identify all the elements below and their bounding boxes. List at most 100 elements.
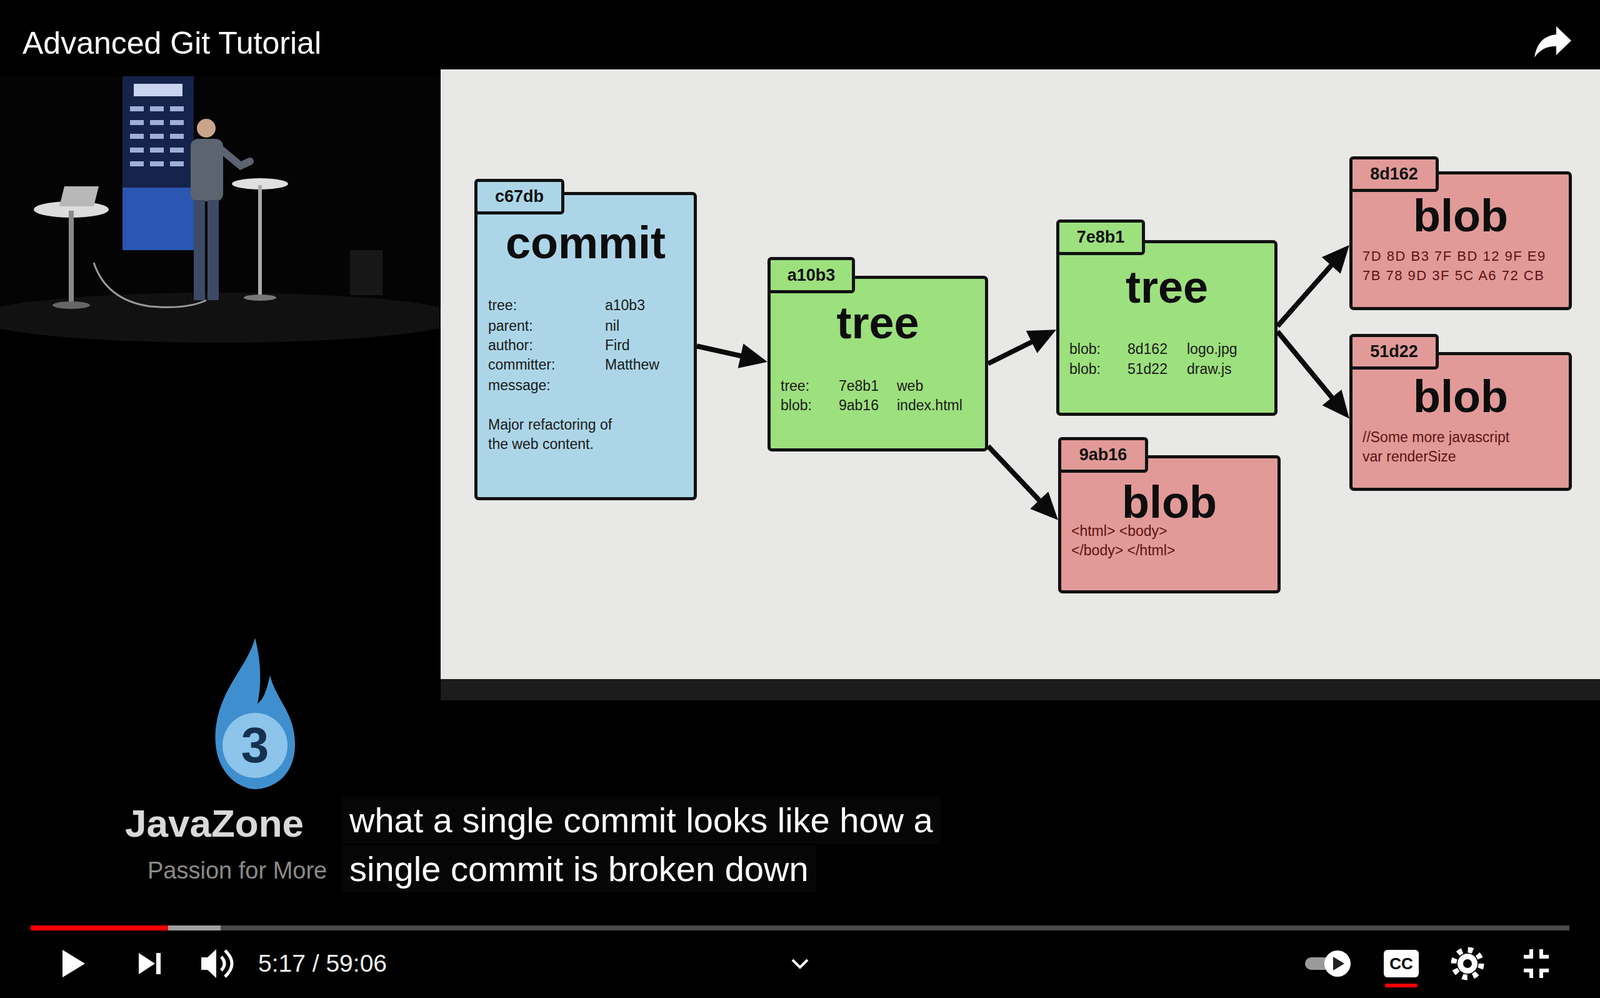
webcam-inset — [350, 250, 383, 295]
field-text: blob: — [1069, 360, 1101, 378]
object-type-heading: tree — [836, 300, 919, 345]
field-text: tree: — [780, 376, 810, 395]
field-text: message: — [488, 376, 551, 394]
tree-box: a10b3treetree:7e8b1webblob:9ab16index.ht… — [767, 275, 989, 452]
webcam-inset — [170, 106, 184, 112]
webcam-inset — [196, 118, 216, 138]
arrow-shaft — [1277, 331, 1335, 400]
hash-tab: 7e8b1 — [1056, 219, 1145, 255]
field-text: draw.js — [1186, 360, 1232, 378]
javazone-logo — [222, 712, 288, 778]
hash-tab: a10b3 — [767, 256, 855, 294]
video-player-controls — [225, 950, 232, 977]
field-text: index.html — [896, 396, 963, 414]
arrow-shaft — [988, 446, 1042, 504]
webcam-inset — [0, 76, 439, 325]
video-title: Advanced Git Tutorial — [22, 26, 322, 61]
arrow-head — [1322, 389, 1350, 419]
webcam-inset — [221, 150, 250, 166]
video-player-controls — [1324, 950, 1351, 977]
video-player-controls — [138, 952, 155, 974]
hash-tab: 9ab16 — [1058, 436, 1149, 473]
object-type-heading: tree — [1125, 264, 1209, 310]
field-text: logo.jpg — [1186, 340, 1238, 358]
webcam-inset — [130, 133, 144, 139]
webcam-inset — [130, 106, 184, 167]
field-text: a10b3 — [605, 296, 645, 314]
arrow-head — [1030, 491, 1059, 520]
video-player-controls — [1333, 956, 1345, 970]
webcam-inset — [133, 83, 183, 97]
webcam-inset — [190, 138, 224, 202]
subtitle-line: what a single commit looks like how a — [341, 796, 941, 844]
content-text: //Some more javascript var renderSize — [1362, 427, 1522, 467]
field-text: 8d162 — [1127, 340, 1168, 358]
webcam-inset — [207, 200, 219, 300]
field-text: 7e8b1 — [838, 376, 879, 395]
field-text: author: — [488, 336, 534, 354]
field-text: 51d22 — [1127, 360, 1168, 378]
arrow-connector — [1277, 331, 1350, 419]
arrow-head — [738, 343, 768, 369]
field-text: blob: — [1069, 340, 1101, 358]
hash-tab: c67db — [474, 178, 565, 215]
field-text: parent: — [488, 316, 534, 335]
tree-box: 7e8b1treeblob:8d162logo.jpgblob:51d22dra… — [1056, 240, 1278, 416]
webcam-inset — [122, 76, 194, 250]
webcam-inset — [170, 147, 184, 153]
webcam-inset — [93, 262, 207, 307]
webcam-inset — [59, 186, 99, 207]
webcam-inset — [68, 210, 74, 305]
object-type-heading: blob — [1121, 479, 1217, 525]
blob-box: 8d162blob7D 8D B3 7F BD 12 9F E9 7B 78 9… — [1349, 171, 1572, 310]
video-player-controls — [1463, 958, 1472, 968]
blob-box: 9ab16blob<html> <body></body> </html> — [1058, 455, 1281, 594]
webcam-inset — [130, 106, 144, 112]
subtitle-line: single commit is broken down — [341, 845, 817, 892]
webcam-inset — [130, 120, 144, 125]
arrow-connector — [1277, 245, 1350, 327]
field-text: Matthew — [605, 355, 660, 374]
video-player-controls — [201, 948, 217, 978]
javazone-logo — [215, 637, 295, 789]
video-player-controls — [156, 952, 161, 974]
logo-wordmark: JavaZone — [125, 801, 304, 845]
arrow-shaft — [696, 346, 745, 357]
share-icon — [1534, 26, 1572, 58]
video-player-controls — [62, 949, 85, 977]
webcam-inset — [150, 120, 164, 125]
arrow-shaft — [988, 340, 1035, 364]
video-player-controls — [792, 959, 808, 967]
hash-tab: 8d162 — [1349, 156, 1439, 192]
arrow-head — [1321, 245, 1350, 274]
share-icon — [1534, 26, 1572, 58]
video-player-controls — [1523, 948, 1549, 978]
video-player-controls — [221, 956, 225, 970]
slide — [440, 69, 1600, 679]
webcam-inset — [122, 187, 194, 250]
content-text: 7D 8D B3 7F BD 12 9F E9 7B 78 9D 3F 5C A… — [1362, 246, 1562, 285]
time-display: 5:17 / 59:06 — [258, 950, 387, 976]
field-text: 9ab16 — [838, 396, 879, 414]
content-text: <html> <body></body> </html> — [1071, 521, 1190, 560]
webcam-inset — [258, 185, 262, 298]
captions-button: CC — [1383, 949, 1419, 977]
logo-tagline: Passion for More — [147, 856, 327, 884]
arrow-connector — [988, 329, 1057, 364]
commit-box: c67dbcommittree:a10b3parent:nilauthor:Fi… — [474, 191, 697, 500]
object-type-heading: blob — [1413, 373, 1509, 419]
video-player-controls — [1385, 983, 1418, 987]
webcam-inset — [52, 301, 90, 309]
video-player-controls — [1457, 953, 1478, 974]
logo-digit: 3 — [223, 720, 287, 770]
webcam-inset — [130, 161, 144, 167]
webcam-inset — [150, 106, 164, 112]
field-text: Fird — [605, 336, 630, 354]
arrow-connector — [696, 343, 768, 369]
object-type-heading: blob — [1413, 193, 1509, 239]
video-player-controls — [1453, 949, 1482, 977]
slide — [440, 69, 1600, 700]
field-text: web — [896, 376, 924, 395]
javazone-logo — [215, 637, 295, 789]
